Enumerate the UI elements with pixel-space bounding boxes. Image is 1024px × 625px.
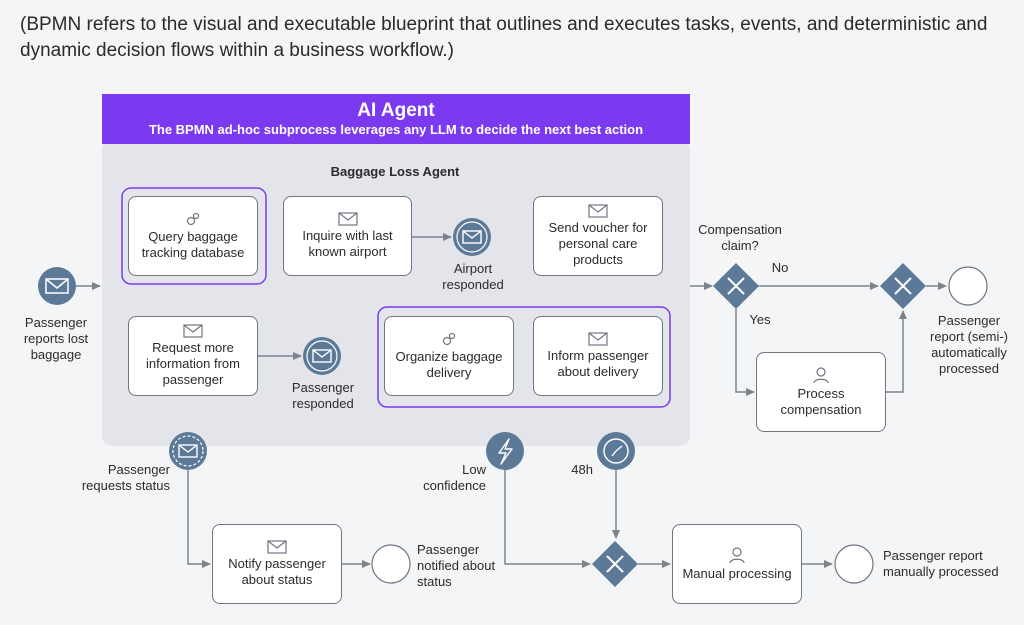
label-passenger-responded: Passenger responded <box>291 380 355 411</box>
flow-lowconf-to-gateway <box>504 470 591 568</box>
passenger-responded-message-icon <box>303 337 341 375</box>
envelope-icon <box>183 324 203 338</box>
task-inform-passenger[interactable]: Inform passenger about delivery <box>533 316 663 396</box>
end-event-manual <box>834 544 874 584</box>
task-send-voucher[interactable]: Send voucher for personal care products <box>533 196 663 276</box>
gear-icon <box>186 212 200 226</box>
agent-header: AI Agent The BPMN ad-hoc subprocess leve… <box>102 94 690 144</box>
end-event-notified <box>371 544 411 584</box>
task-notify-status[interactable]: Notify passenger about status <box>212 524 342 604</box>
task-manual-processing[interactable]: Manual processing <box>672 524 802 604</box>
agent-title: AI Agent <box>357 100 435 121</box>
timer-clock-icon <box>597 432 635 470</box>
compensation-gateway-icon <box>713 263 759 309</box>
task-process-compensation[interactable]: Process compensation <box>756 352 886 432</box>
task-request-info[interactable]: Request more information from passenger <box>128 316 258 396</box>
group-outline-query <box>121 187 267 285</box>
start-event-message-icon <box>38 267 76 305</box>
envelope-icon <box>337 212 358 226</box>
label-gateway-yes: Yes <box>749 312 771 327</box>
flow-status-to-notify <box>187 470 211 568</box>
task-label: Inform passenger about delivery <box>547 348 649 379</box>
label-end-manual: Passenger report manually processed <box>883 548 999 579</box>
label-gateway-no: No <box>771 260 789 275</box>
label-airport-responded: Airport responded <box>442 261 504 292</box>
end-event-semi-auto <box>948 266 988 306</box>
requests-status-boundary-icon <box>169 432 207 470</box>
agent-name: Baggage Loss Agent <box>330 164 460 179</box>
merge-gateway-icon <box>880 263 926 309</box>
intro-text: (BPMN refers to the visual and executabl… <box>20 14 988 61</box>
label-start: Passenger reports lost baggage <box>23 315 89 362</box>
envelope-icon <box>267 540 287 554</box>
label-timer: 48h <box>571 462 593 477</box>
label-end-notified: Passenger notified about status <box>417 542 496 589</box>
envelope-icon <box>588 204 608 218</box>
task-label: Send voucher for personal care products <box>548 220 648 267</box>
user-icon <box>729 547 745 564</box>
envelope-icon <box>588 332 608 346</box>
task-query-db[interactable]: Query baggage tracking database <box>128 196 258 276</box>
task-label: Manual processing <box>682 566 792 581</box>
label-end-semi-auto: Passenger report (semi-) automatically p… <box>930 313 1009 376</box>
group-outline-delivery <box>377 306 671 408</box>
task-organize-delivery[interactable]: Organize baggage delivery <box>384 316 514 396</box>
label-low-confidence: Low confidence <box>423 462 486 493</box>
gear-icon <box>442 332 456 346</box>
low-confidence-bolt-icon <box>486 432 524 470</box>
label-requests-status: Passenger requests status <box>81 462 170 493</box>
task-label: Organize baggage delivery <box>395 349 503 380</box>
flow-gateway-yes <box>735 309 755 396</box>
task-label: Query baggage tracking database <box>141 229 245 260</box>
task-inquire-airport[interactable]: Inquire with last known airport <box>283 196 412 276</box>
agent-subprocess-body <box>102 140 690 446</box>
task-label: Notify passenger about status <box>228 556 326 587</box>
label-gateway-question: Compensation claim? <box>698 222 782 253</box>
task-label: Request more information from passenger <box>146 340 240 387</box>
flow-compensation-to-merge <box>886 310 907 393</box>
task-label: Inquire with last known airport <box>302 228 393 259</box>
airport-responded-message-icon <box>453 218 491 256</box>
task-label: Process compensation <box>780 386 862 417</box>
agent-subtitle: The BPMN ad-hoc subprocess leverages any… <box>148 122 644 137</box>
user-icon <box>813 367 829 384</box>
manual-gateway-icon <box>592 541 638 587</box>
